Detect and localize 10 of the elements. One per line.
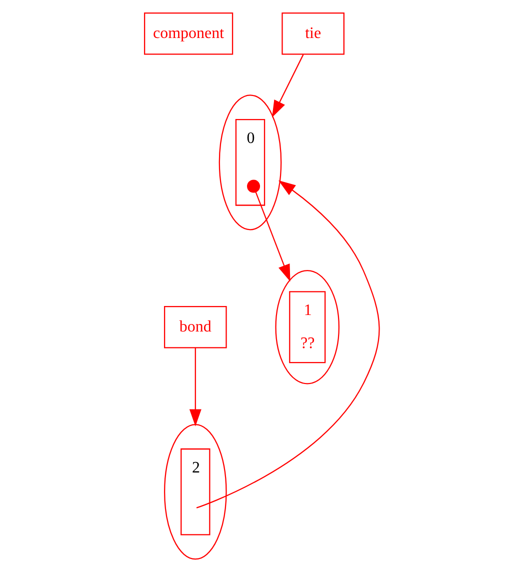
arrow [189, 348, 202, 426]
node-box: bond [164, 306, 227, 348]
node-ellipse: 2 [164, 424, 227, 560]
node-ellipse: 0 [218, 94, 282, 230]
arrow [272, 54, 304, 118]
arrow [196, 180, 380, 508]
node-box: tie [282, 12, 344, 55]
node-box: component [144, 12, 234, 55]
arrow [247, 180, 290, 282]
node-ellipse: 1 ?? [275, 270, 340, 384]
